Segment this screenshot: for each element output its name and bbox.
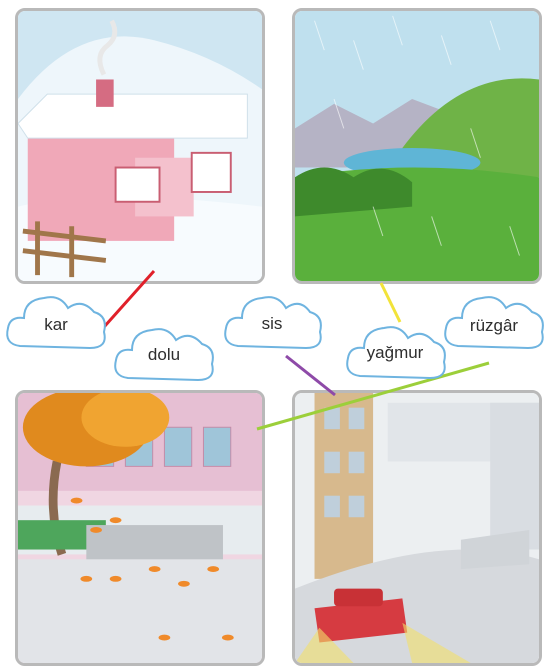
rainy-lake-illustration — [295, 11, 539, 281]
cloud-ruzgar[interactable]: rüzgâr — [440, 288, 548, 358]
cloud-shape — [444, 296, 544, 350]
cloud-kar[interactable]: kar — [2, 288, 110, 358]
snowy-house-illustration — [18, 11, 262, 281]
foggy-street-illustration — [295, 393, 539, 663]
cloud-yagmur[interactable]: yağmur — [342, 318, 448, 386]
cloud-shape — [114, 328, 214, 382]
cloud-dolu[interactable]: dolu — [110, 322, 218, 388]
cloud-shape — [6, 296, 106, 350]
windy-street-scene — [15, 390, 265, 666]
cloud-shape — [346, 326, 446, 380]
word-sis: sis — [261, 314, 283, 333]
foggy-street-scene — [292, 390, 542, 666]
windy-street-illustration — [18, 393, 262, 663]
line-yagmur-rain — [379, 282, 402, 323]
word-yagmur: yağmur — [366, 343, 424, 362]
word-ruzgar: rüzgâr — [469, 316, 519, 335]
cloud-shape — [224, 296, 322, 350]
cloud-sis[interactable]: sis — [220, 290, 324, 358]
snowy-house-scene — [15, 8, 265, 284]
rainy-lake-scene — [292, 8, 542, 284]
word-kar: kar — [44, 315, 68, 334]
word-dolu: dolu — [147, 345, 181, 364]
